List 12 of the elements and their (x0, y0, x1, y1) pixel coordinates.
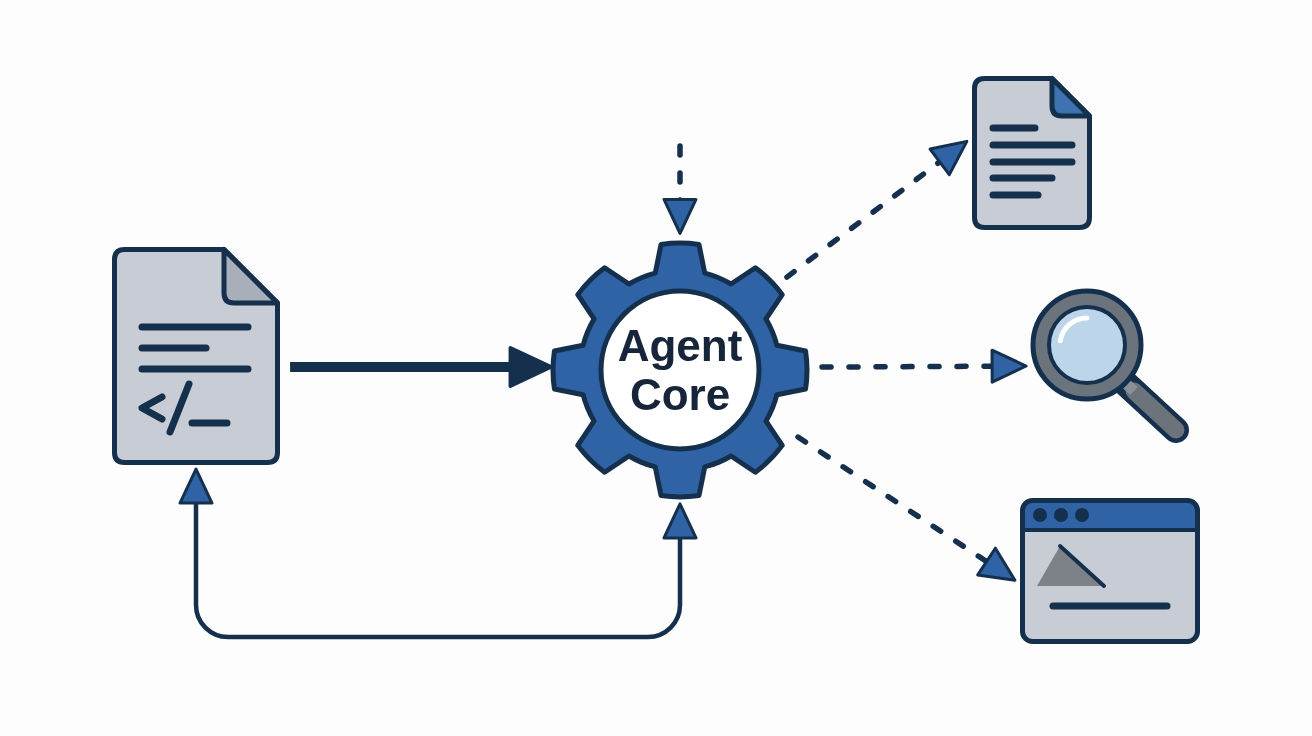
dashed-arrow (784, 139, 969, 280)
gear-label: Agent Core (616, 320, 744, 420)
dashed-arrow (819, 348, 1028, 384)
gear (548, 238, 812, 502)
document-icon (972, 76, 1092, 230)
browser-window-icon (1020, 498, 1200, 644)
dashed-arrow (795, 434, 1017, 582)
dashed-arrow (662, 143, 698, 235)
code-file-icon (112, 247, 280, 465)
magnifier-icon (1030, 288, 1192, 446)
arrow (178, 467, 698, 640)
arrow (290, 346, 553, 388)
